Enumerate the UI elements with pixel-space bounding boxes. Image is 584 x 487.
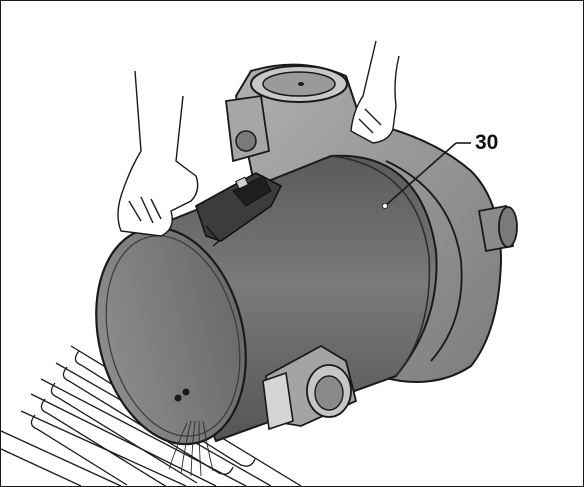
callout-leader — [381, 142, 471, 209]
latch-clamp-icon — [195, 172, 283, 247]
water-stream-icon — [168, 420, 214, 477]
hand-right-icon — [350, 40, 400, 144]
callout-label-30: 30 — [475, 131, 499, 154]
side-knob — [477, 204, 518, 253]
hose-port-housing — [262, 344, 358, 431]
hand-left-icon — [117, 70, 199, 237]
